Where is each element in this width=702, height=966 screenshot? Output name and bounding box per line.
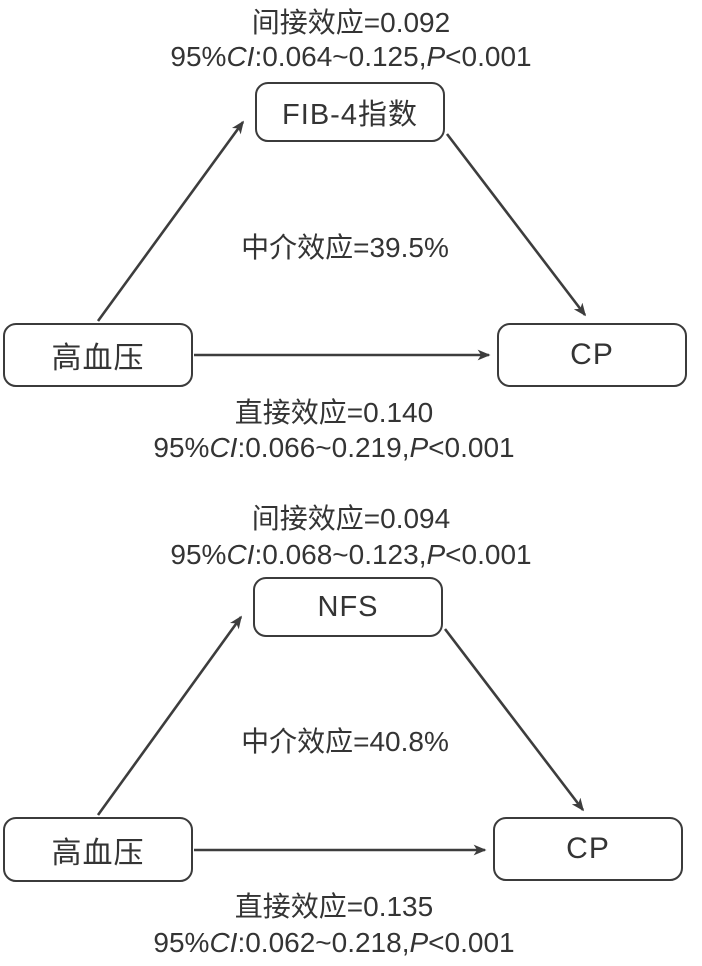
indirect-effect-line-1: 间接效应=0.092 xyxy=(251,7,451,38)
p-value: <0.001 xyxy=(428,927,515,958)
mediator-label-1: FIB-4指数 xyxy=(282,99,418,131)
p-label: P xyxy=(426,539,446,570)
exposure-label-2: 高血压 xyxy=(51,836,145,870)
outcome-box-2: CP xyxy=(493,817,683,881)
arrow-mediator-to-outcome-1 xyxy=(445,133,587,317)
p-value: <0.001 xyxy=(445,539,532,570)
ci-values: :0.064~0.125, xyxy=(254,41,427,72)
ci-values: :0.068~0.123, xyxy=(254,539,427,570)
direct-ci-line-1: 95%CI:0.066~0.219,P<0.001 xyxy=(0,430,685,465)
ci-label: CI xyxy=(226,539,255,570)
mediation-effect-label-1: 中介效应=39.5% xyxy=(241,232,449,263)
direct-ci-line-2: 95%CI:0.062~0.218,P<0.001 xyxy=(0,925,685,961)
ci-prefix: 95% xyxy=(170,539,227,570)
direct-effect-line-1: 直接效应=0.140 xyxy=(234,397,434,428)
ci-values: :0.066~0.219, xyxy=(237,432,410,463)
outcome-label-2: CP xyxy=(566,832,610,865)
outcome-label-1: CP xyxy=(570,338,614,371)
ci-prefix: 95% xyxy=(170,41,227,72)
mediator-box-1: FIB-4指数 xyxy=(255,82,445,142)
p-label: P xyxy=(426,41,446,72)
direct-effect-text-2: 直接效应=0.135 95%CI:0.062~0.218,P<0.001 xyxy=(0,889,685,961)
ci-values: :0.062~0.218, xyxy=(237,927,410,958)
p-value: <0.001 xyxy=(428,432,515,463)
mediation-effect-text-1: 中介效应=39.5% xyxy=(0,226,696,266)
direct-effect-line-2: 直接效应=0.135 xyxy=(234,891,434,922)
mediator-label-2: NFS xyxy=(317,590,379,623)
mediation-effect-label-2: 中介效应=40.8% xyxy=(241,726,449,757)
p-label: P xyxy=(409,432,429,463)
indirect-ci-line-2: 95%CI:0.068~0.123,P<0.001 xyxy=(0,537,702,573)
indirect-effect-line-2: 间接效应=0.094 xyxy=(251,503,451,534)
ci-label: CI xyxy=(209,432,238,463)
direct-effect-text-1: 直接效应=0.140 95%CI:0.066~0.219,P<0.001 xyxy=(0,395,685,465)
arrow-exposure-to-mediator-1 xyxy=(96,120,245,322)
ci-label: CI xyxy=(226,41,255,72)
indirect-ci-line-1: 95%CI:0.064~0.125,P<0.001 xyxy=(0,40,702,74)
ci-prefix: 95% xyxy=(153,432,210,463)
indirect-effect-text-2: 间接效应=0.094 95%CI:0.068~0.123,P<0.001 xyxy=(0,501,702,573)
p-label: P xyxy=(409,927,429,958)
mediation-effect-text-2: 中介效应=40.8% xyxy=(0,720,696,760)
outcome-box-1: CP xyxy=(497,323,687,387)
mediator-box-2: NFS xyxy=(253,577,443,637)
indirect-effect-text-1: 间接效应=0.092 95%CI:0.064~0.125,P<0.001 xyxy=(0,6,702,74)
ci-prefix: 95% xyxy=(153,927,210,958)
arrow-exposure-to-mediator-2 xyxy=(96,615,243,816)
exposure-label-1: 高血压 xyxy=(51,342,145,375)
p-value: <0.001 xyxy=(445,41,532,72)
ci-label: CI xyxy=(209,927,238,958)
exposure-box-2: 高血压 xyxy=(3,817,193,882)
exposure-box-1: 高血压 xyxy=(3,323,193,387)
